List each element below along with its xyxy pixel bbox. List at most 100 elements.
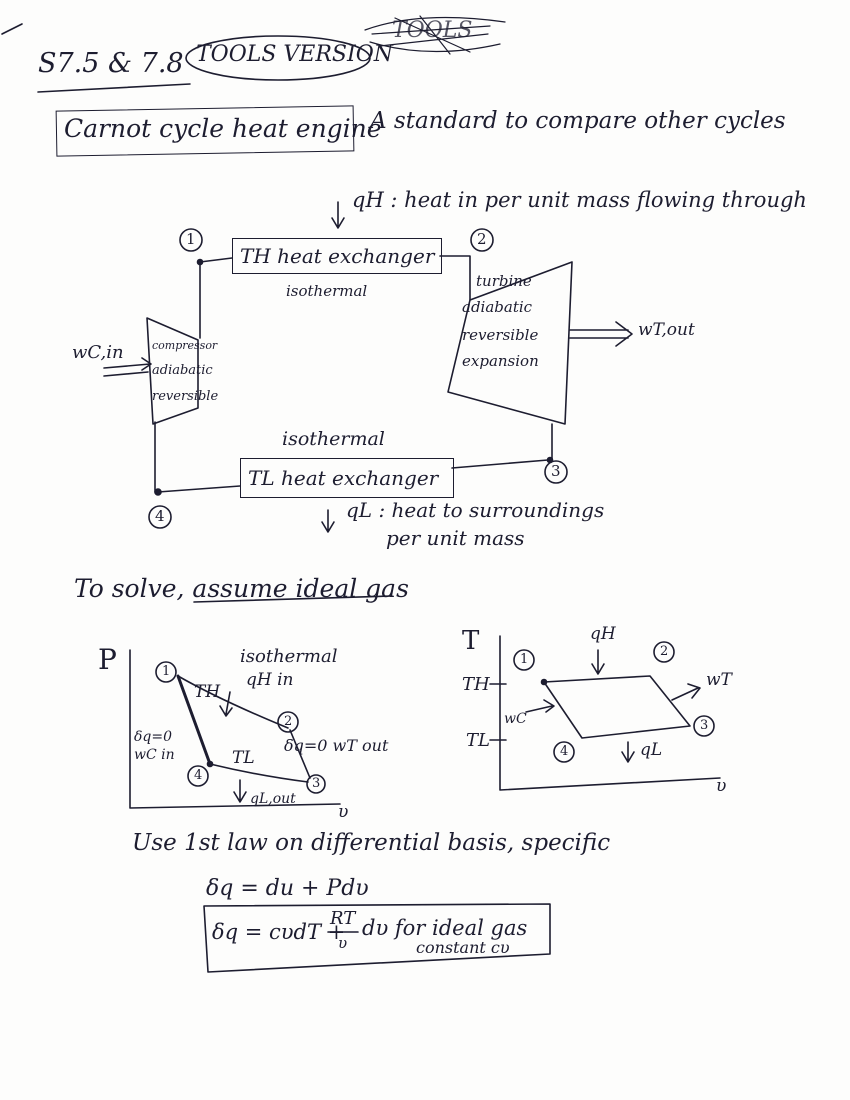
pv-adiabatic-left-2: wC in [134, 747, 175, 763]
tools-version-label: TOOLS VERSION [196, 42, 393, 67]
work-in-label: wC,in [72, 342, 124, 363]
qh-arrow [331, 201, 345, 229]
tv-th-label: TH [462, 674, 490, 695]
qh-description: qH : heat in per unit mass flowing throu… [352, 188, 807, 212]
tv-state-4-label: 4 [560, 744, 569, 759]
tv-wt-arrow [671, 683, 701, 701]
tv-point-1 [540, 678, 548, 686]
pv-tl-label: TL [232, 748, 255, 768]
hot-process-label: isothermal [286, 282, 368, 300]
cold-heat-exchanger-label: TL heat exchanger [248, 466, 439, 490]
header-underline [37, 83, 191, 93]
ql-description-2: per unit mass [386, 526, 525, 550]
pv-qh-arrow [219, 691, 233, 717]
junction-dot [154, 488, 162, 496]
tv-qh-label: qH [590, 624, 616, 644]
pipe-3-to-hx [451, 459, 549, 469]
pv-adiabat-4-1 [176, 674, 212, 766]
pipe-hx-to-2 [439, 255, 471, 301]
assumption-prefix: To solve, [74, 574, 193, 603]
first-law-eq2-note: constant cυ [416, 938, 510, 957]
compressor-label-1: compressor [152, 339, 218, 352]
pv-qh-in-label: qH in [246, 670, 294, 690]
pv-th-label: TH [194, 682, 221, 702]
tools-scribble [364, 15, 506, 55]
tv-state-4 [553, 741, 575, 763]
pv-state-2 [277, 711, 299, 733]
tv-cycle [543, 675, 691, 739]
junction-dot [546, 456, 554, 464]
compressor-label-3: reversible [152, 389, 219, 404]
turbine-label-3: reversible [462, 326, 539, 344]
cold-heat-exchanger [240, 458, 454, 498]
tv-state-3-label: 3 [700, 718, 709, 733]
tv-state-1 [513, 649, 535, 671]
tv-x-axis-label: υ [716, 776, 727, 796]
first-law-eq2-lhs: δq = cυdT + [212, 920, 346, 944]
pv-state-3-label: 3 [312, 776, 321, 791]
work-in-arrow [103, 357, 152, 377]
tv-state-3 [693, 715, 715, 737]
state-3-label: 3 [551, 462, 561, 480]
turbine-label-1: turbine [476, 272, 532, 290]
pv-adiabatic-right: δq=0 wT out [284, 736, 389, 755]
state-1-label: 1 [186, 230, 196, 248]
pv-adiabat-2-3 [289, 729, 311, 779]
pv-ql-arrow [233, 779, 247, 803]
tools-scribble-text: TOOLS [392, 18, 473, 43]
hot-heat-exchanger [232, 238, 442, 274]
state-3-circle [544, 460, 568, 484]
carnot-title: Carnot cycle heat engine [64, 114, 382, 143]
cold-process-label: isothermal [282, 428, 385, 450]
tv-state-1-label: 1 [520, 652, 529, 667]
turbine-shape [447, 261, 573, 425]
carnot-description: A standard to compare other cycles [370, 108, 786, 134]
equation-box [203, 903, 551, 973]
tv-state-2-label: 2 [660, 644, 669, 659]
pv-state-4-label: 4 [194, 768, 203, 783]
ql-description-1: qL : heat to surroundings [346, 498, 605, 522]
tv-qh-arrow [591, 649, 605, 675]
tv-axes [499, 635, 721, 791]
work-out-arrow [569, 321, 633, 347]
work-out-label: wT,out [638, 320, 695, 340]
pv-isothermal-label: isothermal [240, 646, 338, 667]
first-law-eq2-denominator: υ [338, 934, 348, 952]
first-law-eq1: δq = du + Pdυ [206, 876, 369, 901]
pv-state-1 [155, 661, 177, 683]
first-law-eq2-tail: dυ for ideal gas [362, 916, 528, 940]
junction-dot [196, 258, 204, 266]
tv-state-2 [653, 641, 675, 663]
pv-state-1-label: 1 [162, 664, 171, 679]
turbine-label-2: adiabatic [462, 298, 533, 316]
section-reference: S7.5 & 7.8 [38, 48, 184, 79]
pv-point [206, 760, 214, 768]
state-4-circle [148, 505, 172, 529]
pv-isotherm-th [177, 675, 289, 729]
compressor-shape [146, 317, 199, 425]
first-law-intro: Use 1st law on differential basis, speci… [132, 830, 611, 856]
tv-tl-label: TL [466, 730, 490, 751]
pv-state-4 [187, 765, 209, 787]
compressor-label-2: adiabatic [152, 363, 213, 378]
pipe-4-to-hx [157, 485, 241, 493]
turbine-label-4: expansion [462, 352, 539, 370]
state-1-circle [179, 228, 203, 252]
pv-isotherm-tl [209, 763, 309, 783]
tv-ql-label: qL [640, 740, 663, 760]
assumption-line: To solve, assume ideal gas [74, 576, 409, 601]
tv-wc-label: wC [504, 711, 527, 727]
pipe-1-to-hx [199, 257, 233, 263]
tv-wt-label: wT [706, 670, 732, 690]
pv-state-2-label: 2 [284, 714, 293, 729]
tv-wc-arrow [525, 699, 555, 713]
ql-arrow [321, 509, 335, 533]
pv-ql-out-label: qL,out [250, 791, 296, 807]
first-law-eq2-numerator: RT [330, 908, 356, 929]
state-4-label: 4 [155, 507, 165, 525]
tv-y-axis-label: T [462, 626, 480, 656]
pv-y-axis-label: P [98, 643, 117, 676]
corner-mark [1, 23, 23, 35]
pv-adiabatic-left-1: δq=0 [134, 729, 173, 745]
